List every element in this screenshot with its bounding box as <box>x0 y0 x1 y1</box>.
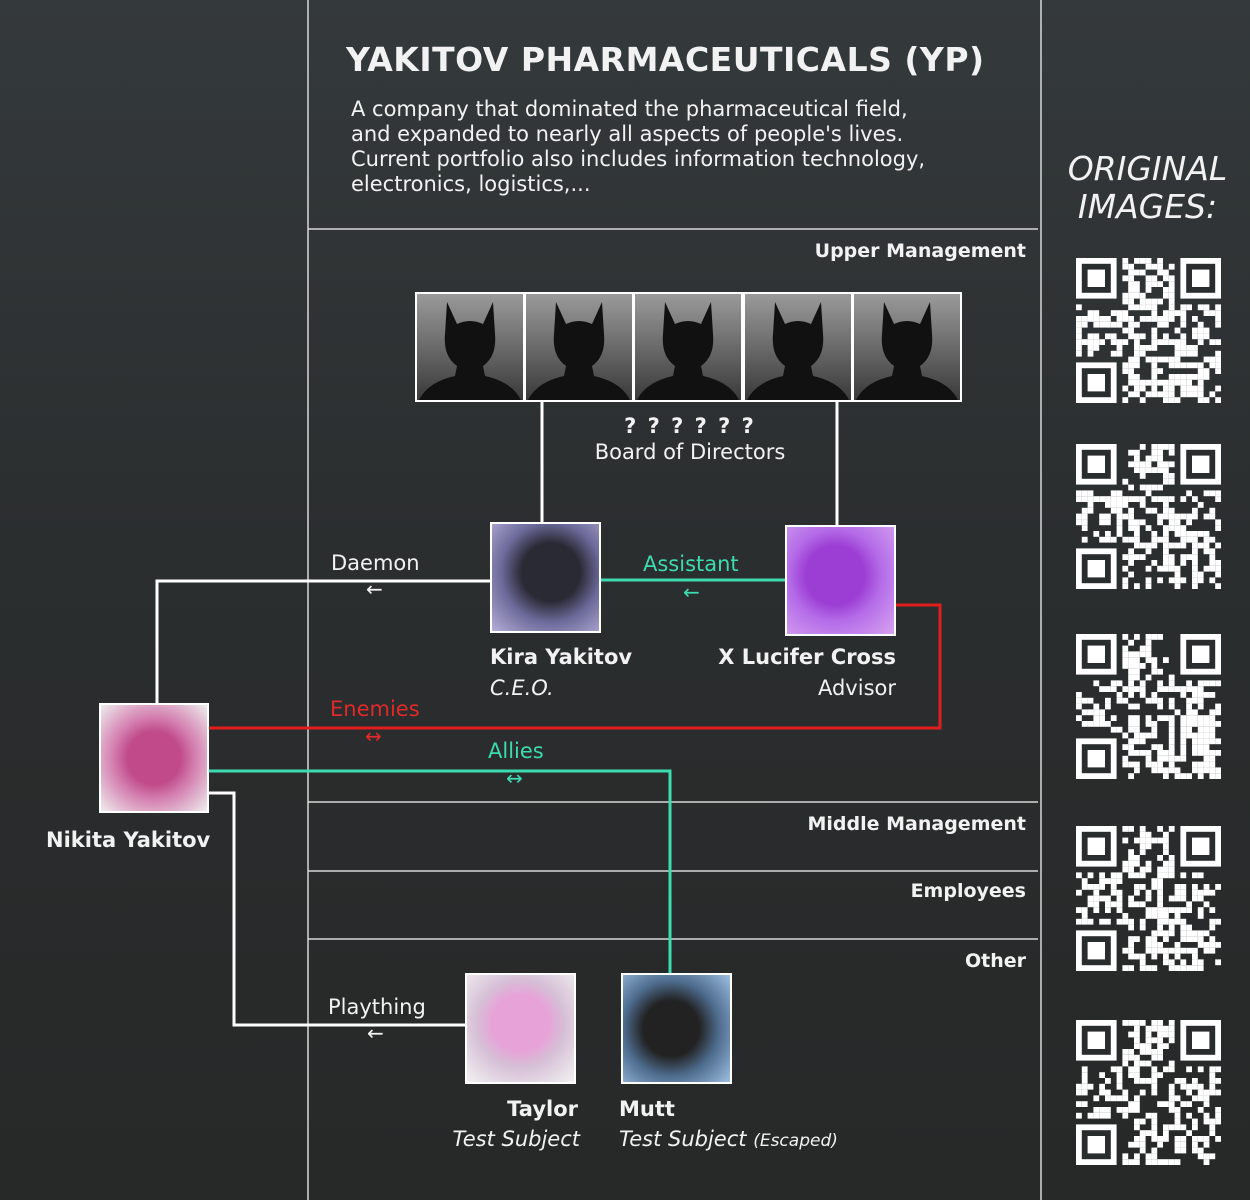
plaything-arrow: ← <box>367 1021 384 1045</box>
board-member-silhouette <box>742 292 853 402</box>
lucifer-avatar[interactable] <box>785 525 896 636</box>
assistant-label: Assistant <box>643 552 739 576</box>
qr-code[interactable] <box>1076 1020 1221 1165</box>
heading-line: IMAGES: <box>1077 187 1218 226</box>
original-images-heading: ORIGINAL IMAGES: <box>1050 150 1245 226</box>
kira-role: C.E.O. <box>490 676 554 700</box>
nikita-avatar[interactable] <box>99 703 209 813</box>
qr-code[interactable] <box>1076 826 1221 971</box>
mutt-role: Test Subject (Escaped) <box>619 1127 838 1151</box>
taylor-role: Test Subject <box>452 1127 580 1151</box>
silhouette-icon <box>528 302 631 400</box>
section-middle-management: Middle Management <box>807 813 1027 835</box>
mutt-avatar[interactable] <box>621 973 732 1084</box>
taylor-name: Taylor <box>507 1097 578 1121</box>
board-member-silhouette <box>633 292 744 402</box>
plaything-line <box>209 791 465 1027</box>
silhouette-icon <box>855 302 958 400</box>
mutt-name: Mutt <box>619 1097 675 1121</box>
daemon-arrow: ← <box>366 577 383 601</box>
plaything-label: Plaything <box>328 995 426 1019</box>
section-other: Other <box>964 950 1026 972</box>
silhouette-icon <box>746 302 849 400</box>
allies-label: Allies <box>488 739 544 763</box>
board-role: Board of Directors <box>594 440 786 464</box>
enemies-arrow: ↔ <box>365 724 382 748</box>
section-upper-management: Upper Management <box>814 240 1026 262</box>
qr-code[interactable] <box>1076 444 1221 589</box>
board-member-silhouette <box>851 292 962 402</box>
description-line: Current portfolio also includes informat… <box>351 147 926 171</box>
description-line: electronics, logistics,... <box>351 172 591 196</box>
silhouette-icon <box>419 302 521 400</box>
allies-arrow: ↔ <box>506 766 523 790</box>
page-title: YAKITOV PHARMACEUTICALS (YP) <box>346 40 985 79</box>
description-line: A company that dominated the pharmaceuti… <box>351 97 908 121</box>
lucifer-role: Advisor <box>817 676 896 700</box>
description-line: and expanded to nearly all aspects of pe… <box>351 122 904 146</box>
section-employees: Employees <box>910 880 1026 902</box>
enemies-line <box>209 603 942 730</box>
assistant-arrow: ← <box>683 580 700 604</box>
kira-name: Kira Yakitov <box>490 645 633 669</box>
daemon-label: Daemon <box>331 551 420 575</box>
mutt-status-note: (Escaped) <box>753 1131 838 1151</box>
heading-line: ORIGINAL <box>1067 149 1228 188</box>
daemon-line <box>155 579 490 703</box>
taylor-avatar[interactable] <box>465 973 576 1084</box>
board-member-silhouette <box>524 292 635 402</box>
silhouette-icon <box>637 302 740 400</box>
qr-code[interactable] <box>1076 258 1221 403</box>
board-name: ? ? ? ? ? ? <box>624 414 756 438</box>
board-member-silhouette <box>415 292 525 402</box>
kira-avatar[interactable] <box>490 522 601 633</box>
mutt-role-text: Test Subject <box>619 1127 747 1151</box>
nikita-name: Nikita Yakitov <box>46 828 211 852</box>
allies-line <box>209 769 672 973</box>
enemies-label: Enemies <box>330 697 420 721</box>
qr-code[interactable] <box>1076 634 1221 779</box>
company-description: A company that dominated the pharmaceuti… <box>351 97 991 197</box>
lucifer-name: X Lucifer Cross <box>718 645 896 669</box>
